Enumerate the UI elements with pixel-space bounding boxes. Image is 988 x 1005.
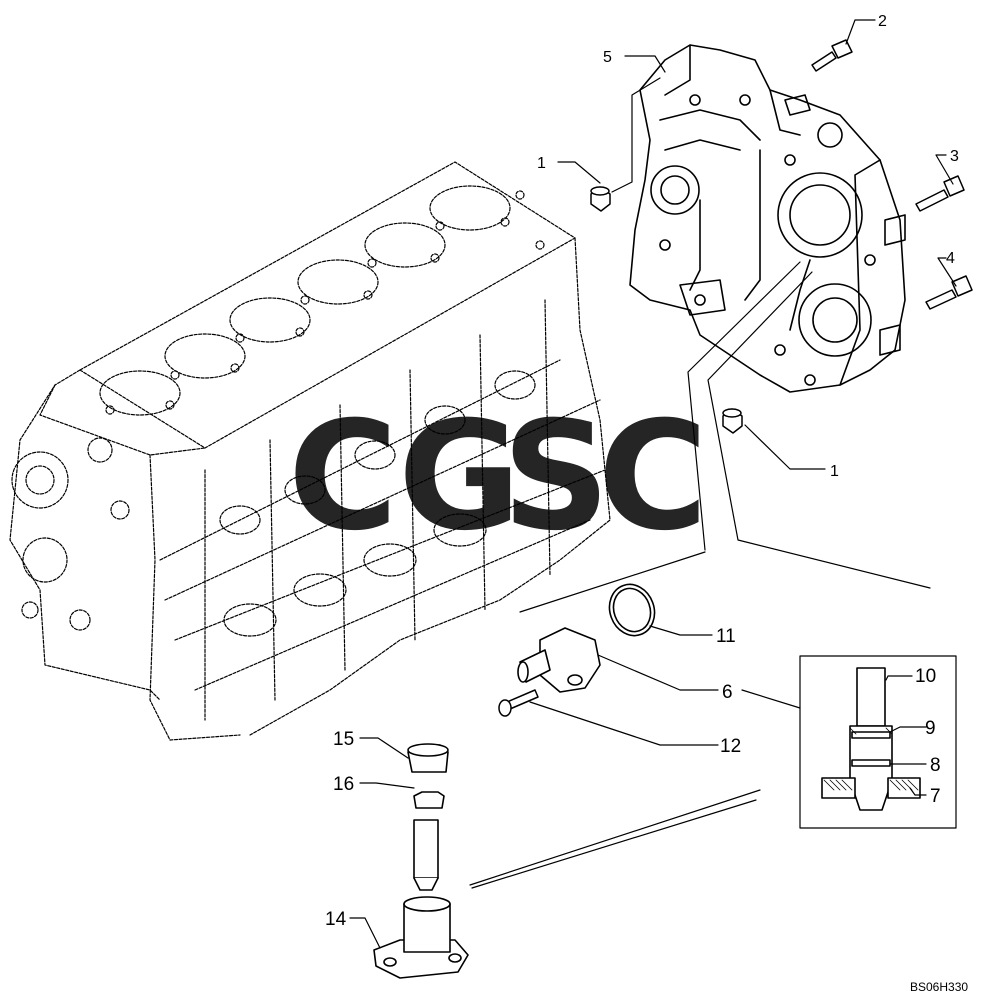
gear-housing-drawing bbox=[629, 44, 906, 393]
cap-15-drawing bbox=[407, 743, 449, 773]
housing-14-drawing bbox=[373, 896, 469, 979]
callout-1-upper: 1 bbox=[537, 155, 546, 172]
callout-4: 4 bbox=[946, 250, 955, 267]
bolt-4-drawing bbox=[925, 275, 973, 310]
callout-3: 3 bbox=[950, 148, 959, 165]
callout-6: 6 bbox=[722, 682, 733, 703]
callout-2: 2 bbox=[878, 13, 887, 30]
callout-10: 10 bbox=[915, 666, 936, 687]
bolt-12-drawing bbox=[498, 689, 539, 717]
bushing-1-upper-drawing bbox=[590, 186, 611, 212]
ring-16-drawing bbox=[413, 791, 445, 809]
callout-12: 12 bbox=[720, 736, 741, 757]
plunger-drawing bbox=[413, 819, 439, 891]
o-ring-11-drawing bbox=[608, 583, 656, 637]
flange-6-drawing bbox=[517, 627, 601, 693]
callout-8: 8 bbox=[930, 755, 941, 776]
section-inset bbox=[799, 655, 957, 829]
engine-block-drawing bbox=[9, 161, 611, 741]
watermark-letter-3: S bbox=[502, 390, 610, 564]
watermark-logo: C G S C bbox=[288, 390, 708, 564]
callout-1-lower: 1 bbox=[830, 463, 839, 480]
callout-14: 14 bbox=[325, 909, 347, 930]
callout-16: 16 bbox=[333, 774, 354, 795]
callout-15: 15 bbox=[333, 729, 354, 750]
callout-9: 9 bbox=[925, 718, 936, 739]
bushing-1-lower-drawing bbox=[722, 408, 743, 434]
callout-5: 5 bbox=[603, 49, 612, 66]
leader-lines bbox=[349, 19, 957, 949]
watermark-letter-1: C bbox=[288, 390, 398, 564]
bolt-2-drawing bbox=[811, 39, 853, 72]
watermark-letter-4: C bbox=[598, 390, 708, 564]
callout-7: 7 bbox=[930, 786, 941, 807]
drawing-code: BS06H330 bbox=[910, 980, 968, 994]
watermark-letter-2: G bbox=[398, 390, 521, 564]
bolt-3-drawing bbox=[915, 175, 965, 212]
callout-labels: 1 1 2 3 4 5 6 7 8 9 10 11 12 14 15 16 BS… bbox=[325, 13, 968, 994]
callout-11: 11 bbox=[716, 626, 736, 647]
